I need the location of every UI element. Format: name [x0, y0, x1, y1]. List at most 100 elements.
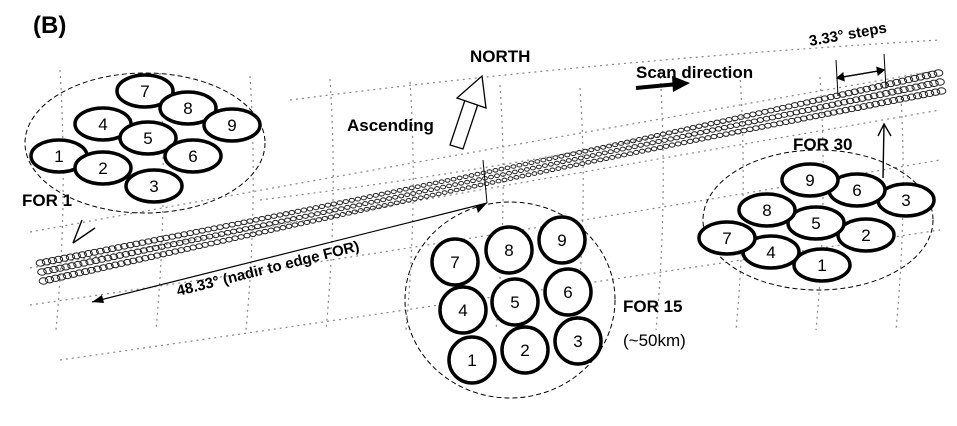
footprint-fov — [901, 94, 911, 102]
footprint-fov — [252, 217, 260, 223]
footprint-fov — [511, 169, 518, 175]
footprint-fov — [219, 238, 227, 244]
footprint-fov — [555, 166, 562, 171]
footprint-fov — [291, 222, 299, 228]
footprint-fov — [369, 205, 376, 211]
footprint-fov — [927, 70, 938, 78]
fov-circle — [163, 138, 223, 174]
footprint-fov — [486, 169, 493, 174]
footprint-fov — [290, 216, 297, 222]
footprint-fov — [933, 69, 944, 77]
footprint-fov — [276, 212, 284, 218]
footprint-fov — [559, 159, 566, 165]
footprint-fov — [935, 78, 945, 86]
footprint-fov — [65, 253, 76, 261]
footprint-fov — [662, 143, 670, 149]
footprint-fov — [216, 224, 224, 230]
fov-number: 5 — [811, 214, 820, 233]
footprint-fov — [704, 135, 712, 141]
footprint-fov — [477, 182, 484, 188]
footprint-fov — [895, 95, 905, 103]
footprint-fov — [229, 228, 238, 235]
footprint-fov — [529, 165, 536, 171]
footprint-fov — [523, 167, 530, 172]
footprint-fov — [440, 184, 447, 190]
footprint-fov — [417, 195, 424, 201]
footprint-fov — [342, 199, 349, 205]
footprint-fov — [362, 201, 369, 207]
footprint-fov — [116, 260, 126, 267]
footprint-fov — [300, 207, 308, 213]
footprint-fov — [655, 138, 662, 145]
footprint-fov — [857, 95, 867, 102]
footprint-fov — [438, 179, 445, 185]
footprint-fov — [845, 97, 855, 105]
fov-circle — [553, 316, 603, 366]
footprint-fov — [840, 99, 849, 106]
fov-number: 2 — [98, 159, 107, 178]
footprint-fov — [528, 160, 535, 166]
footprint-fov — [396, 188, 403, 193]
footprint-fov — [294, 208, 302, 214]
footprint-fov — [452, 182, 459, 187]
footprint-fov — [408, 185, 415, 191]
fov-circle — [124, 168, 184, 204]
footprint-fov — [144, 238, 153, 245]
footprint-fov — [671, 129, 679, 135]
footprint-fov — [241, 226, 250, 232]
footprint-fov — [169, 241, 178, 248]
footprint-fov — [619, 146, 626, 152]
footprint-fov — [372, 192, 379, 198]
footprint-fov — [426, 181, 433, 187]
footprint-fov — [132, 240, 141, 248]
footprint-fov — [613, 147, 620, 153]
footprint-fov — [734, 128, 742, 135]
footprint-fov — [249, 231, 257, 238]
footprint-fov — [138, 239, 147, 246]
fov-circle — [447, 335, 497, 385]
footprint-fov — [354, 196, 361, 202]
footprint-fov — [258, 215, 266, 222]
footprint-fov — [62, 272, 73, 280]
footprint-fov — [414, 184, 421, 190]
footprint-fov — [429, 192, 436, 198]
footprint-fov — [121, 251, 131, 258]
fov-number: 9 — [227, 116, 236, 135]
footprint-fov — [422, 188, 429, 194]
footprint-fov — [356, 202, 363, 208]
footprint-fov — [127, 249, 137, 257]
footprint-fov — [853, 104, 862, 111]
footprint-fov — [468, 173, 475, 178]
footprint-fov — [344, 204, 351, 210]
footprint-fov — [633, 149, 640, 155]
footprint-fov — [661, 137, 668, 143]
footprint-fov — [332, 207, 339, 213]
footprint-fov — [674, 141, 682, 147]
fov-number: 7 — [140, 82, 149, 101]
fov-number: 1 — [54, 147, 63, 166]
footprint-fov — [917, 82, 927, 90]
fov-circle — [430, 237, 480, 287]
footprint-fov — [308, 212, 315, 218]
footprint-fov — [284, 217, 291, 223]
footprint-fov — [333, 213, 340, 219]
fov-number: 3 — [149, 177, 158, 196]
footprint-fov — [150, 237, 159, 244]
fov-number: 4 — [458, 301, 467, 320]
footprint-fov — [862, 85, 872, 93]
footprint-fov — [513, 175, 520, 180]
fov-circle — [484, 225, 534, 275]
footprint-fov — [79, 259, 89, 267]
footprint-fov — [435, 191, 442, 197]
footprint-fov — [585, 159, 592, 165]
footprint-fov — [624, 139, 631, 145]
footprint-fov — [68, 270, 79, 278]
footprint-fov — [732, 122, 741, 128]
footprint-fov — [141, 254, 150, 262]
footprint-fov — [109, 253, 119, 261]
footprint-fov — [44, 276, 55, 284]
footprint-fov — [903, 76, 914, 84]
fov-number: 6 — [852, 181, 861, 200]
